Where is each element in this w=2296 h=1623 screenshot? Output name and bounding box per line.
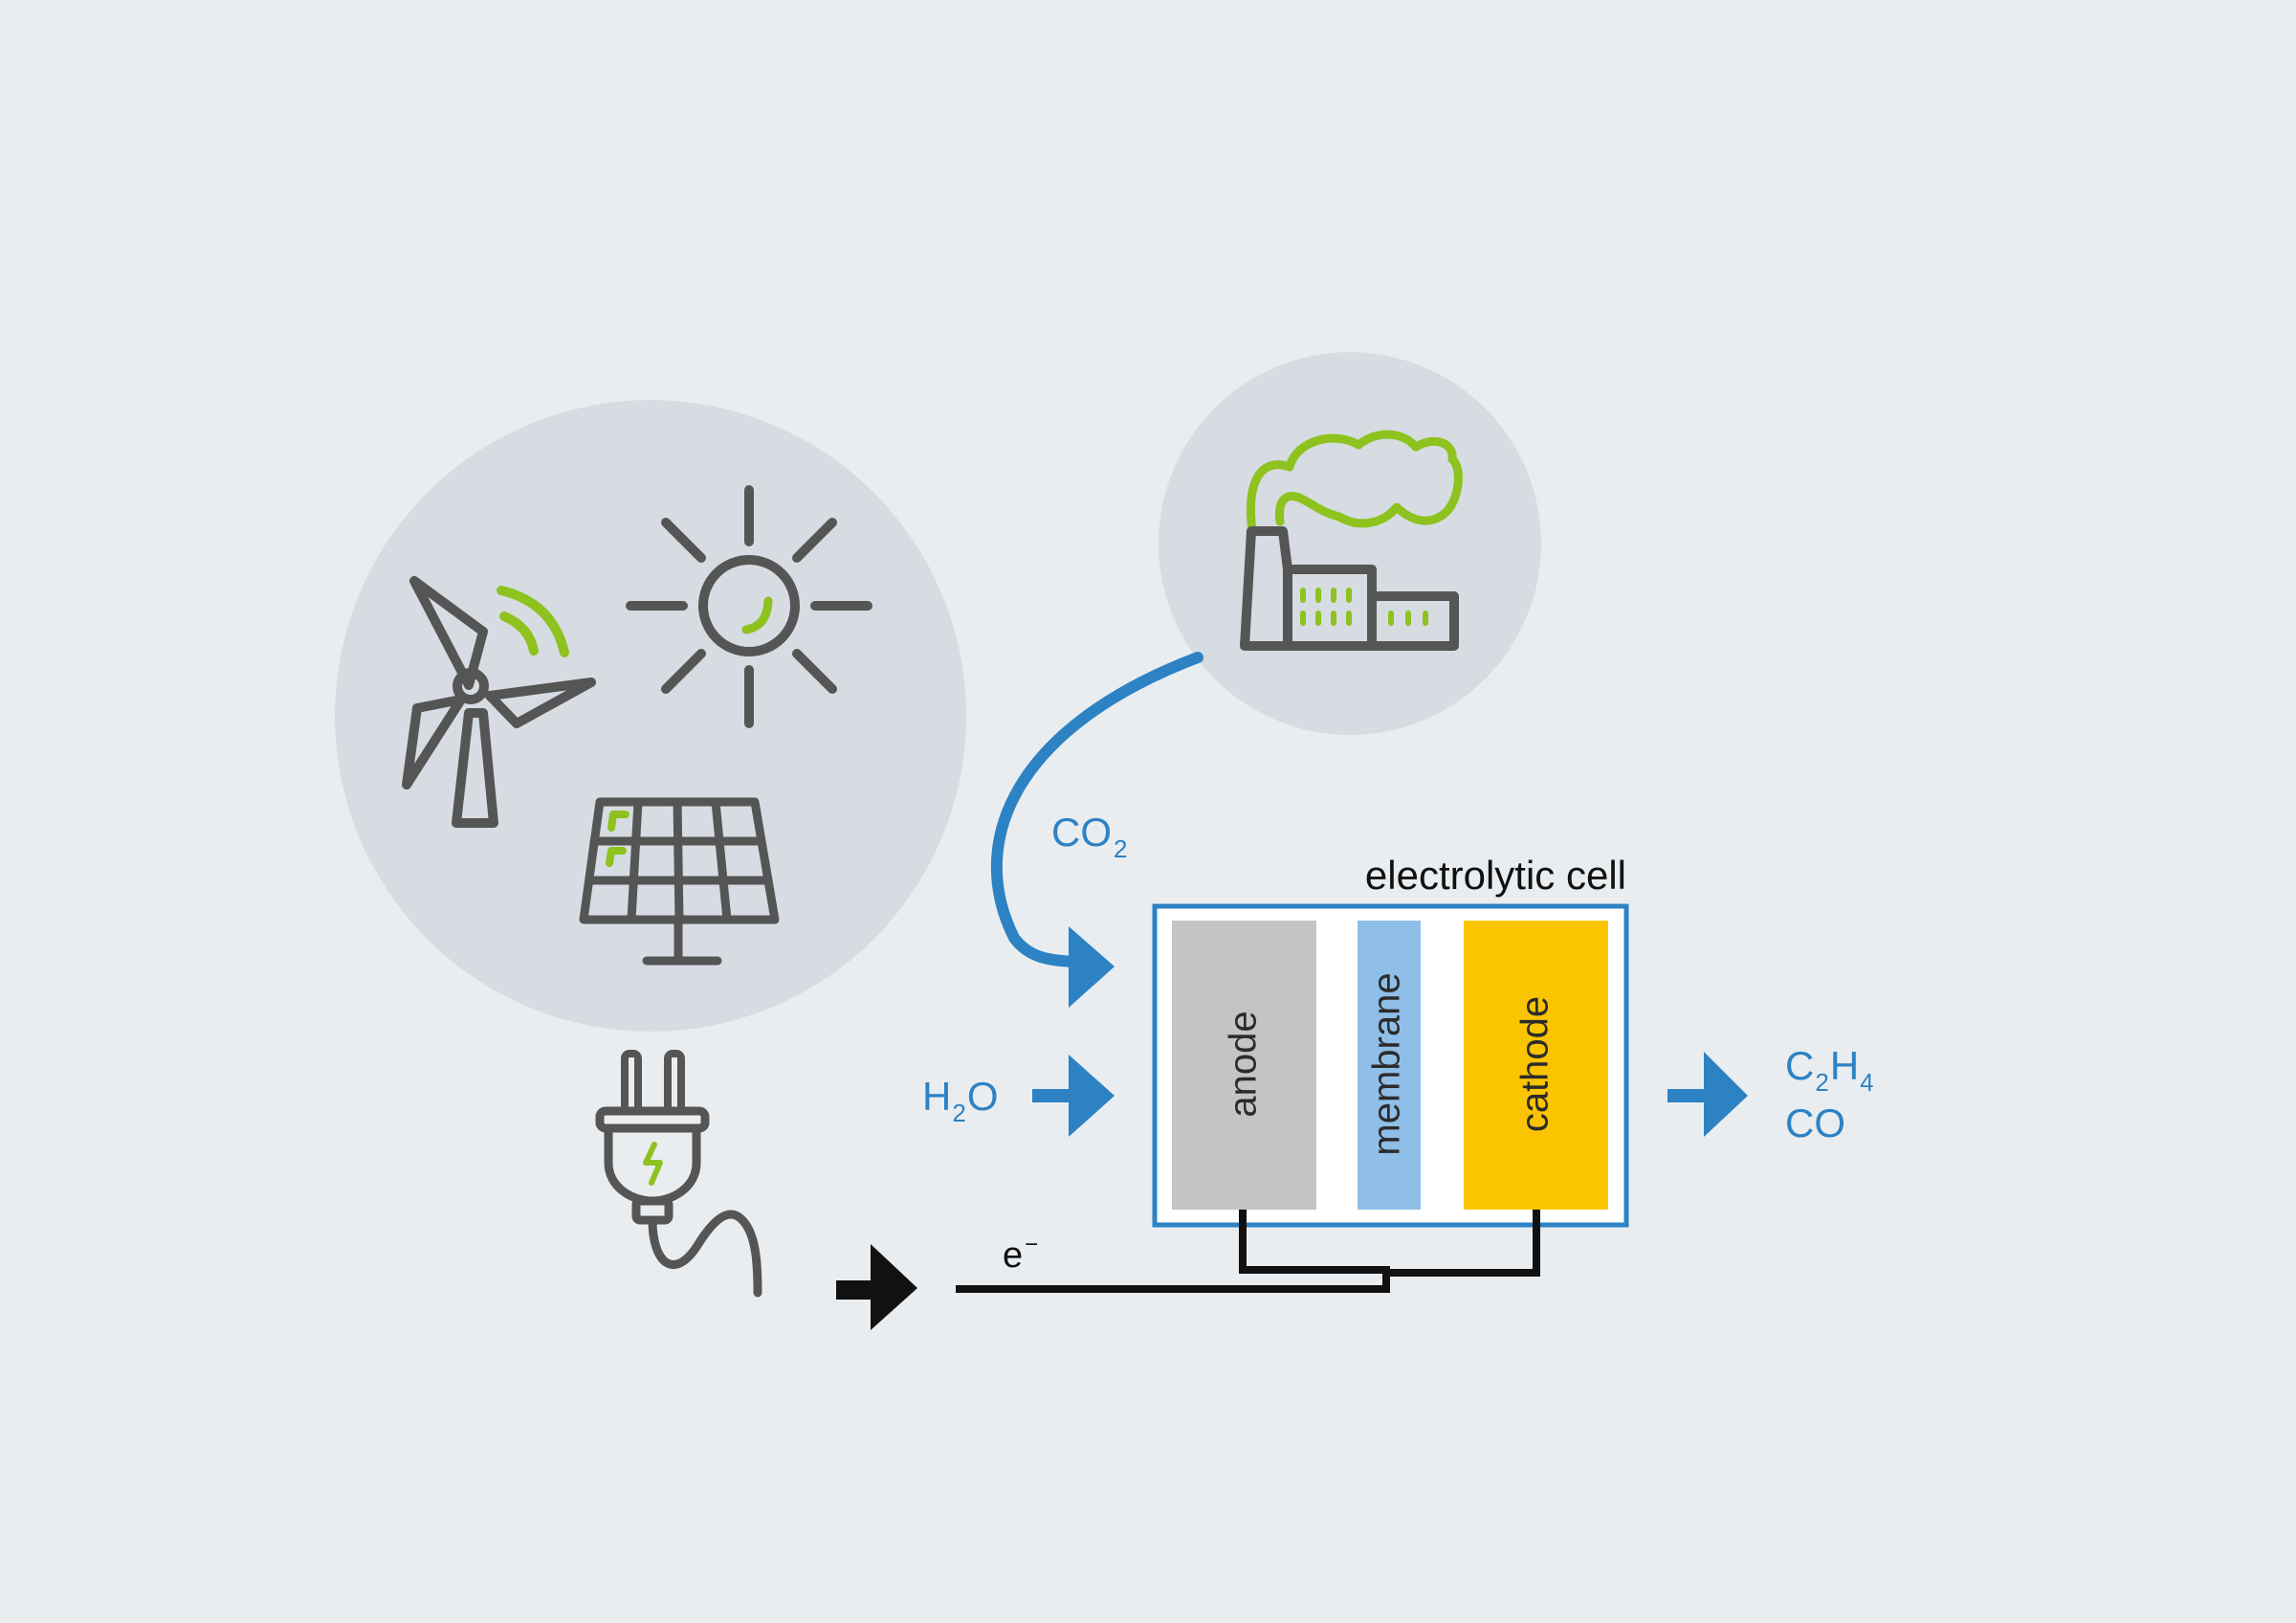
electricity-arrow-head — [871, 1244, 917, 1330]
c2h4-label: C2H4 — [1785, 1043, 1874, 1097]
output-arrow-head — [1704, 1052, 1748, 1137]
anode — [1172, 921, 1316, 1210]
renewables-circle — [335, 400, 966, 1032]
industry-circle — [1159, 352, 1541, 735]
h2o-label: H2O — [922, 1074, 998, 1127]
power-plug-icon — [595, 1050, 762, 1298]
h2o-arrow-shaft — [1032, 1089, 1072, 1102]
sun-icon — [626, 485, 872, 728]
solar-panel-icon — [579, 797, 780, 966]
co2-label: CO2 — [1051, 810, 1127, 863]
membrane-label: membrane — [1366, 972, 1408, 1155]
cathode — [1464, 921, 1608, 1210]
co2-pipe — [990, 652, 1203, 967]
anode-label: anode — [1223, 1011, 1265, 1117]
electron-label: e− — [1003, 1232, 1038, 1276]
factory-icon — [1240, 430, 1463, 651]
cell-title: electrolytic cell — [1365, 853, 1626, 898]
electricity-arrow-shaft — [836, 1280, 874, 1300]
output-arrow-shaft — [1667, 1089, 1706, 1102]
co-label: CO — [1785, 1101, 1845, 1145]
electric-wiring — [956, 1210, 1540, 1293]
h2o-arrow-head — [1069, 1055, 1115, 1137]
cathode-label: cathode — [1514, 996, 1556, 1132]
co2-arrow — [1069, 926, 1115, 1008]
membrane — [1358, 921, 1421, 1210]
wind-turbine-icon — [402, 576, 596, 828]
